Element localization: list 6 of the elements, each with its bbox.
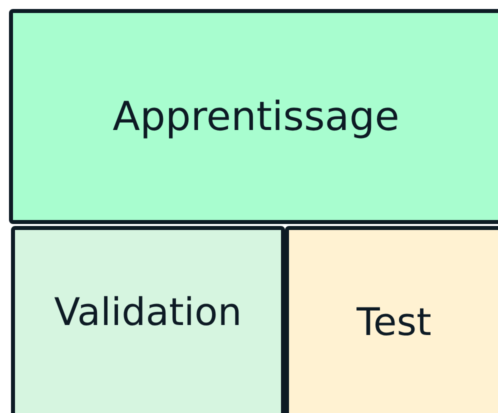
region-box [9,9,498,224]
region-box [285,226,498,413]
region-label: Validation [54,290,242,334]
region-label: Test [356,300,432,344]
region-box [11,226,285,413]
region-label: Apprentissage [112,94,400,140]
